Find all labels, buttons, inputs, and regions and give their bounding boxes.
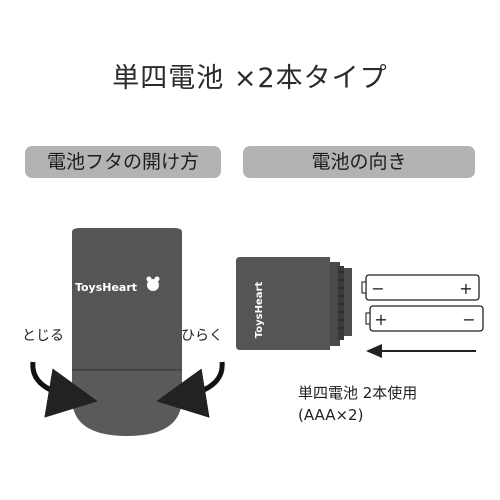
brand-logo-left: ToysHeart (75, 281, 137, 294)
close-arrow-icon (30, 361, 98, 418)
battery-bottom (365, 305, 484, 332)
device-body-left (72, 228, 182, 436)
section-header-battery-direction: 電池の向き (243, 146, 475, 178)
device-body-right (236, 257, 352, 350)
heart-bear-icon (146, 276, 160, 291)
page-title: 単四電池 ×2本タイプ (112, 63, 388, 94)
open-arrow-icon (156, 361, 225, 418)
battery-bottom-plus: + (374, 310, 387, 329)
battery-top (361, 274, 480, 301)
brand-logo-right: ToysHeart (254, 282, 265, 339)
open-label: ひらく (181, 328, 223, 344)
spec-line-1: 単四電池 2本使用 (298, 384, 418, 402)
close-label: とじる (22, 328, 64, 344)
spec-line-2: (AAA×2) (298, 406, 364, 424)
battery-top-plus: + (459, 279, 472, 298)
section-header-cover-open: 電池フタの開け方 (25, 146, 221, 178)
battery-top-minus: − (371, 279, 384, 298)
battery-bottom-minus: − (462, 310, 475, 329)
battery-spec: 単四電池 2本使用 (AAA×2) (298, 382, 417, 426)
insert-arrow-icon (366, 344, 382, 358)
